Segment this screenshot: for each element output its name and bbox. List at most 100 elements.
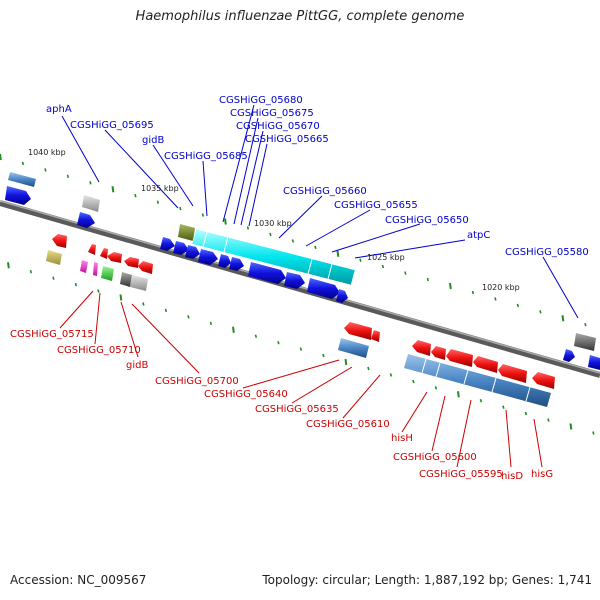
gene-label[interactable]: gidB — [126, 360, 148, 371]
scale-tick — [7, 262, 10, 269]
gene-arrow-forward[interactable] — [248, 262, 286, 284]
scale-tick — [44, 168, 47, 172]
gene-arrow-reverse[interactable] — [93, 262, 98, 276]
gene-arrow-forward[interactable] — [8, 172, 36, 187]
scale-tick — [367, 366, 370, 371]
gene-label[interactable]: hisG — [531, 469, 553, 480]
gene-arrow-forward[interactable] — [229, 257, 244, 271]
gene-arrow-forward[interactable] — [588, 355, 600, 370]
operon-block[interactable] — [191, 228, 356, 286]
gene-label[interactable]: CGSHiGG_05685 — [164, 151, 248, 162]
gene-arrow-forward[interactable] — [160, 237, 175, 251]
gene-arrow-reverse[interactable] — [46, 250, 62, 265]
gene-arrow-reverse[interactable] — [431, 346, 446, 360]
gene-arrow-reverse[interactable] — [532, 372, 555, 389]
scale-tick — [592, 431, 595, 435]
gene-arrow-reverse[interactable] — [412, 340, 431, 356]
gene-arrow-forward[interactable] — [77, 212, 95, 228]
gene-arrow-reverse[interactable] — [138, 261, 153, 274]
gene-arrow-reverse[interactable] — [473, 356, 498, 373]
gene-label[interactable]: CGSHiGG_05665 — [245, 134, 329, 145]
accession-text: Accession: NC_009567 — [10, 573, 147, 587]
scale-tick — [322, 353, 325, 358]
scale-tick — [539, 310, 542, 314]
gene-label[interactable]: atpC — [467, 230, 490, 241]
gene-label[interactable]: gidB — [142, 135, 164, 146]
gene-label[interactable]: hisD — [501, 471, 523, 482]
scale-tick — [142, 302, 145, 306]
genome-summary-text: Topology: circular; Length: 1,887,192 bp… — [262, 573, 592, 587]
gene-arrow-forward[interactable] — [82, 195, 100, 212]
gene-arrow-forward[interactable] — [574, 333, 596, 351]
gene-arrow-forward[interactable] — [307, 278, 340, 299]
genome-backbone — [0, 200, 600, 378]
gene-label[interactable]: CGSHiGG_05640 — [204, 389, 288, 400]
scale-tick — [494, 297, 497, 301]
gene-arrow-reverse[interactable] — [124, 257, 139, 268]
gene-label[interactable]: CGSHiGG_05595 — [419, 469, 503, 480]
scale-tick — [336, 250, 340, 257]
scale-tick — [232, 326, 235, 333]
gene-arrow-reverse[interactable] — [80, 260, 88, 273]
gene-label[interactable]: CGSHiGG_05715 — [10, 329, 94, 340]
gene-arrow-forward[interactable] — [284, 272, 305, 289]
gene-label[interactable]: CGSHiGG_05710 — [57, 345, 141, 356]
reverse-gene-labels: CGSHiGG_05715 CGSHiGG_05710 gidB CGSHiGG… — [10, 329, 553, 482]
scale-tick — [359, 258, 362, 262]
gene-arrow-forward[interactable] — [198, 249, 218, 265]
gene-arrow-forward[interactable] — [173, 241, 189, 255]
scale-tick — [89, 181, 92, 185]
scale-tick — [246, 226, 250, 230]
gene-label[interactable]: CGSHiGG_05680 — [219, 95, 303, 106]
gene-arrow-reverse[interactable] — [344, 322, 372, 340]
scale-tick — [449, 282, 452, 290]
scale-tick — [97, 289, 100, 293]
scale-tick — [269, 232, 272, 237]
scale-tick — [479, 398, 483, 403]
scale-tick — [187, 315, 190, 319]
gene-label[interactable]: aphA — [46, 104, 72, 115]
operon-block[interactable] — [404, 354, 551, 407]
gene-arrow-reverse[interactable] — [88, 244, 96, 255]
gene-label[interactable]: CGSHiGG_05700 — [155, 376, 239, 387]
gene-arrow-reverse[interactable] — [446, 349, 473, 367]
gene-arrow-reverse[interactable] — [52, 234, 67, 248]
scale-tick — [344, 358, 348, 366]
gene-label[interactable]: CGSHiGG_05635 — [255, 404, 339, 415]
page-title: Haemophilus influenzae PittGG, complete … — [135, 9, 465, 24]
gene-arrow-forward[interactable] — [185, 245, 200, 259]
scale-tick — [156, 200, 160, 204]
gene-arrow-reverse[interactable] — [130, 275, 148, 291]
gene-label[interactable]: CGSHiGG_05600 — [393, 452, 477, 463]
reverse-strand-genes — [46, 234, 555, 407]
gene-arrow-reverse[interactable] — [498, 364, 527, 383]
gene-label[interactable]: CGSHiGG_05650 — [385, 215, 469, 226]
gene-arrow-reverse[interactable] — [120, 272, 132, 287]
gene-label[interactable]: CGSHiGG_05675 — [230, 108, 314, 119]
scale-tick — [179, 206, 182, 211]
gene-arrow-forward[interactable] — [218, 254, 231, 268]
gene-label[interactable]: CGSHiGG_05695 — [70, 120, 154, 131]
gene-arrow-forward[interactable] — [563, 349, 575, 362]
gene-arrow-reverse[interactable] — [371, 330, 380, 342]
gene-arrow-reverse[interactable] — [338, 338, 369, 358]
gene-label[interactable]: CGSHiGG_05655 — [334, 200, 418, 211]
gene-label[interactable]: CGSHiGG_05580 — [505, 247, 589, 258]
gene-arrow-forward[interactable] — [5, 186, 31, 205]
scale-tick — [524, 411, 528, 416]
gene-label[interactable]: hisH — [391, 433, 413, 444]
gene-arrow-reverse[interactable] — [107, 252, 122, 263]
gene-label[interactable]: CGSHiGG_05670 — [236, 121, 320, 132]
scale-tick — [111, 186, 115, 193]
scale-tick — [569, 423, 573, 430]
gene-label[interactable]: CGSHiGG_05660 — [283, 186, 367, 197]
gene-arrow-reverse[interactable] — [100, 248, 108, 259]
scale-label: 1030 kbp — [254, 219, 292, 228]
gene-arrow-forward[interactable] — [178, 224, 195, 241]
scale-tick — [412, 379, 415, 384]
gene-arrow-reverse[interactable] — [101, 266, 114, 281]
scale-tick — [224, 218, 227, 225]
gene-label[interactable]: CGSHiGG_05610 — [306, 419, 390, 430]
gene-arrow-forward[interactable] — [336, 289, 348, 303]
